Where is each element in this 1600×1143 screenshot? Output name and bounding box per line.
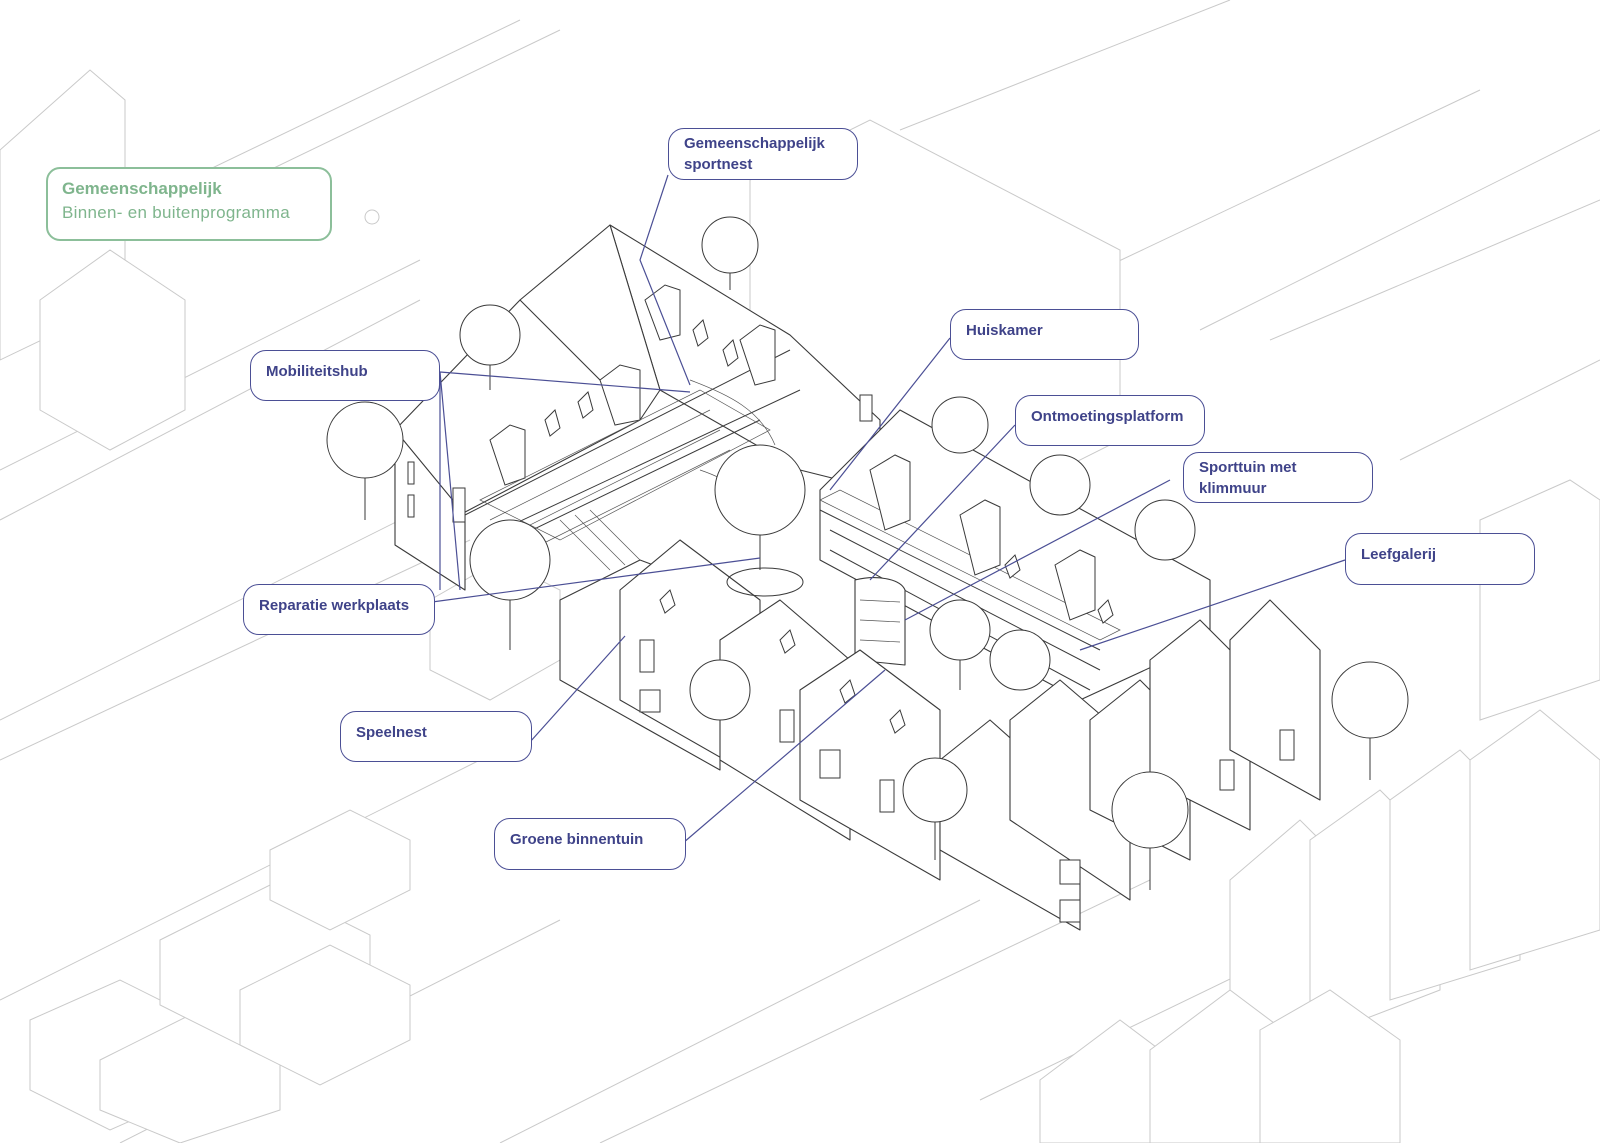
- building-right: [819, 409, 1211, 701]
- building-front-row: [559, 539, 1321, 931]
- callout-mobiliteitshub-label: Mobiliteitshub: [266, 363, 368, 380]
- legend-subtitle: Binnen- en buitenprogramma: [62, 203, 290, 222]
- legend-box: Gemeenschappelijk Binnen- en buitenprogr…: [46, 167, 332, 241]
- callout-huiskamer: Huiskamer: [950, 309, 1139, 360]
- callout-ontmoetingsplatform: Ontmoetingsplatform: [1015, 395, 1205, 446]
- trees: [326, 216, 1409, 890]
- legend-title: Gemeenschappelijk: [62, 179, 222, 198]
- callout-reparatie-werkplaats: Reparatie werkplaats: [243, 584, 435, 635]
- building-back-left: [394, 224, 881, 591]
- callout-leefgalerij-label: Leefgalerij: [1361, 546, 1437, 563]
- callout-sportnest-line2: sportnest: [684, 156, 753, 173]
- callout-gemeenschappelijk-sportnest: Gemeenschappelijk sportnest: [668, 128, 858, 180]
- callout-sporttuin-klimmuur: Sporttuin met klimmuur: [1183, 452, 1373, 503]
- callout-sportnest-line1: Gemeenschappelijk: [684, 135, 825, 152]
- callout-speelnest-label: Speelnest: [356, 724, 427, 741]
- callout-leefgalerij: Leefgalerij: [1345, 533, 1535, 585]
- callout-ontmoetingsplatform-label: Ontmoetingsplatform: [1031, 408, 1184, 425]
- callout-speelnest: Speelnest: [340, 711, 532, 762]
- callout-mobiliteitshub: Mobiliteitshub: [250, 350, 440, 401]
- callout-groene-binnentuin: Groene binnentuin: [494, 818, 686, 870]
- callout-binnentuin-label: Groene binnentuin: [510, 831, 644, 848]
- callout-reparatie-label: Reparatie werkplaats: [259, 597, 410, 614]
- callout-huiskamer-label: Huiskamer: [966, 322, 1043, 339]
- leader-lines: [431, 174, 1346, 844]
- callout-sporttuin-line2: klimmuur: [1199, 480, 1267, 497]
- callout-sporttuin-line1: Sporttuin met: [1199, 459, 1297, 476]
